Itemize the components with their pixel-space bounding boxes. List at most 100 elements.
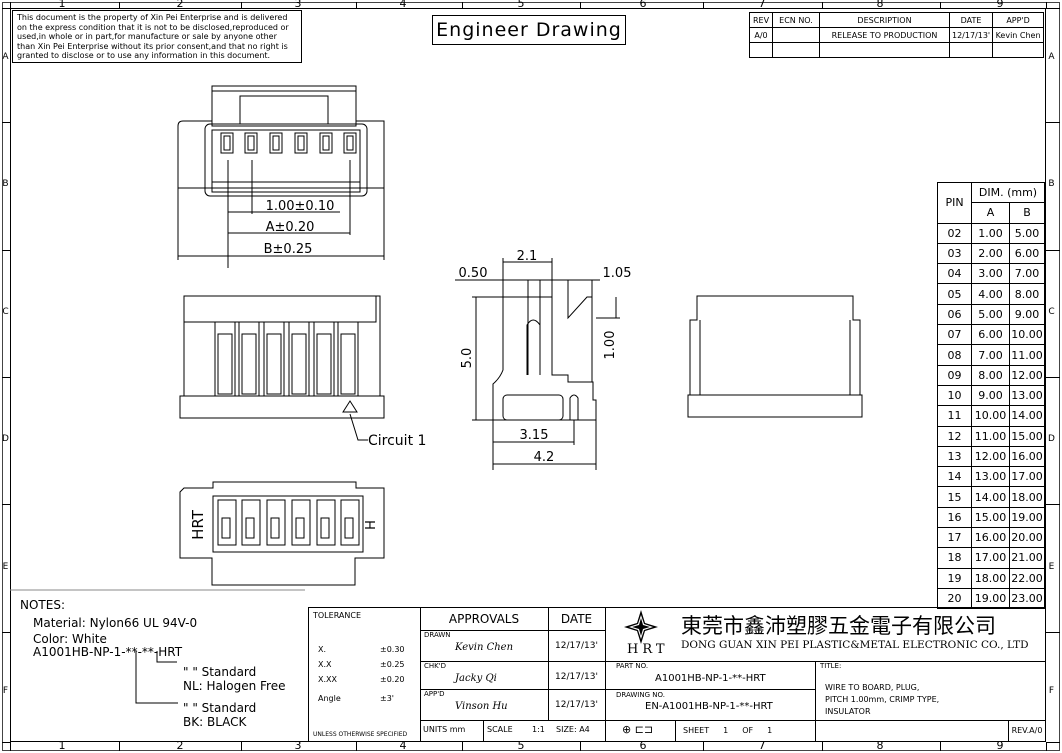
pin-cavity-inner [223, 135, 231, 151]
zone-tick [703, 742, 704, 751]
zone-tick [356, 2, 357, 8]
zone-tick [2, 504, 10, 505]
pin-table-cell-pin: 08 [937, 344, 972, 366]
approval-date: 12/17/13' [555, 641, 598, 651]
zone-column-label: 1 [58, 739, 66, 752]
part-no-value: A1001HB-NP-1-**-HRT [655, 673, 766, 684]
zone-row-label: C [1048, 307, 1055, 317]
zone-tick [1046, 377, 1060, 378]
note-color: Color: White [33, 632, 107, 646]
pin-table-cell-pin: 12 [937, 425, 972, 447]
approval-date: 12/17/13' [555, 672, 598, 682]
dim-header: DIM. (mm) [971, 181, 1045, 204]
zone-column-label: 6 [639, 0, 647, 10]
front-top-band [183, 295, 377, 323]
bottom-slot [316, 499, 336, 546]
pin-cavity-inner [322, 135, 330, 151]
note-part-number: A1001HB-NP-1-**-**-HRT [33, 645, 183, 659]
notes-leader-lines [135, 651, 178, 704]
option-halogen-free: NL: Halogen Free [183, 679, 286, 693]
scale-label: SCALE [487, 725, 513, 734]
date-title: DATE [560, 612, 593, 626]
zone-tick [2, 250, 10, 251]
pin-header: PIN [937, 182, 972, 224]
tolerance-format: Angle [318, 694, 341, 703]
zone-row-label: F [2, 686, 9, 696]
sheet-label: SHEET [683, 726, 710, 735]
pin-table-cell-a: 13.00 [971, 466, 1010, 488]
sheet-size: SIZE: A4 [556, 725, 590, 734]
title-text: WIRE TO BOARD, PLUG, PITCH 1.00mm, CRIMP… [825, 682, 939, 718]
pin-cavity [244, 132, 258, 154]
bottom-slot-window [295, 517, 305, 539]
dimension-b: B±0.25 [264, 242, 313, 257]
tolerance-row: X.XX±0.20 [318, 672, 408, 687]
pin-table-cell-b: 23.00 [1009, 587, 1045, 610]
dimension-3-15: 3.15 [520, 428, 549, 443]
zone-column-label: 2 [176, 739, 184, 752]
tolerance-value: ±0.20 [380, 675, 405, 684]
bottom-slot [266, 499, 286, 546]
zone-column-label: 1 [58, 0, 66, 10]
zone-tick [1046, 632, 1060, 633]
zone-tick [822, 742, 823, 751]
pin-table-cell-a: 6.00 [971, 324, 1010, 346]
pin-table-cell-a: 4.00 [971, 283, 1010, 305]
pin-table-cell-pin: 09 [937, 364, 972, 386]
zone-tick [2, 8, 10, 9]
pin-table-cell-b: 16.00 [1009, 445, 1045, 468]
terminal-slot-inner [266, 333, 282, 395]
zone-tick [1046, 504, 1060, 505]
zone-column-label: 8 [876, 739, 884, 752]
bottom-view: HRT H [179, 481, 385, 586]
pin-table-cell-b: 8.00 [1009, 283, 1045, 305]
zone-tick [10, 742, 11, 751]
zone-tick [1046, 742, 1060, 743]
pitch-dimension: 1.00±0.10 [266, 199, 335, 214]
pin-table-cell-pin: 10 [937, 384, 972, 407]
pin-table-cell-a: 11.00 [971, 425, 1010, 447]
pin-table-cell-a: 8.00 [971, 364, 1010, 386]
note-option-1: " " Standard NL: Halogen Free [183, 665, 285, 693]
note-material: Material: Nylon66 UL 94V-0 [33, 616, 198, 630]
revision-label: REV.A/0 [1008, 720, 1046, 742]
tolerance-row: X.±0.30 [318, 642, 408, 657]
zone-column-label: 7 [758, 739, 766, 752]
pin-table-cell-a: 12.00 [971, 445, 1010, 468]
pin-table-cell-a: 7.00 [971, 344, 1010, 366]
notes-title: NOTES: [20, 598, 65, 612]
approval-date: 12/17/13' [555, 700, 598, 710]
pin-table-cell-b: 17.00 [1009, 466, 1045, 488]
company-name-english: DONG GUAN XIN PEI PLASTIC&METAL ELECTRON… [681, 639, 1029, 651]
sheet-number: 1 [723, 726, 729, 735]
zone-tick [1046, 742, 1047, 751]
top-view: 1.00±0.10 A±0.20 B±0.25 [177, 85, 385, 268]
zone-tick [2, 742, 10, 743]
zone-tick [1046, 8, 1060, 9]
pin-table-cell-pin: 06 [937, 303, 972, 326]
zone-column-label: 7 [758, 0, 766, 10]
notes: NOTES: Material: Nylon66 UL 94V-0 Color:… [20, 596, 197, 658]
pin-table-cell-a: 19.00 [971, 587, 1010, 610]
bottom-slot [291, 499, 311, 546]
projection-symbol-icon: ⊕ ⊏⊐ [622, 723, 654, 736]
bottom-slot [340, 499, 360, 546]
pin-table-cell-b: 5.00 [1009, 222, 1045, 244]
approval-role: DRAWN [424, 631, 451, 639]
pin-cavity-inner [247, 135, 255, 151]
zone-row-label: A [1048, 52, 1055, 62]
terminal-slot-inner [241, 333, 257, 395]
pin-table-cell-b: 6.00 [1009, 242, 1045, 265]
zone-column-label: 9 [996, 739, 1004, 752]
